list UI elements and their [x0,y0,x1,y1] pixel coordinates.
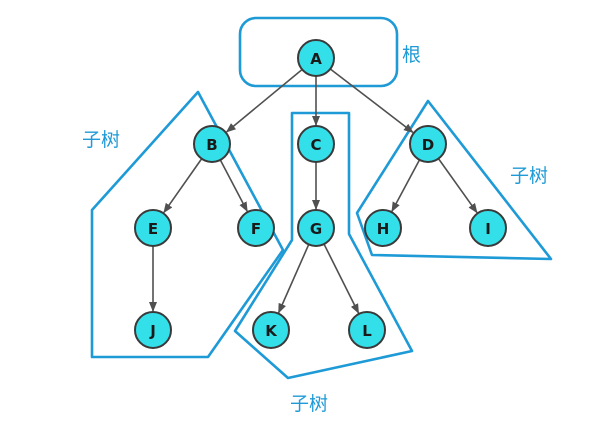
node-label: J [149,322,156,340]
node-circle [364,209,402,247]
node-circle [193,125,231,163]
edge-g-k [277,244,310,314]
edge-d-i [437,158,478,214]
root-label: 根 [402,44,421,66]
node-i: I [469,209,507,247]
node-h: H [364,209,402,247]
node-circle [297,39,335,77]
node-label: K [265,322,278,340]
node-d: D [409,125,447,163]
node-a: A [297,39,335,77]
left-subtree-label: 子树 [82,129,120,151]
node-label: A [310,50,322,68]
node-label: H [377,220,390,238]
edge-g-l [323,243,360,314]
middle-subtree-outline [233,111,414,380]
node-circle [409,125,447,163]
edge-d-h [391,159,421,213]
node-b: B [193,125,231,163]
node-g: G [297,209,335,247]
left-subtree-outline [90,90,285,359]
edge-b-e [163,158,203,214]
node-circle [297,125,335,163]
node-j: J [134,311,172,349]
right-subtree-outline [355,99,553,261]
right-subtree-label: 子树 [510,165,548,187]
node-label: F [251,220,261,238]
node-e: E [134,209,172,247]
node-label: C [310,136,321,154]
node-l: L [348,311,386,349]
node-f: F [237,209,275,247]
node-k: K [252,311,290,349]
node-label: E [148,220,158,238]
node-label: I [485,220,491,238]
edge-a-d [329,68,414,134]
bottom-subtree-label: 子树 [290,393,328,415]
node-label: D [422,136,434,154]
edge-a-b [225,68,303,133]
node-label: G [310,220,322,238]
node-label: L [362,322,372,340]
node-circle [237,209,275,247]
node-circle [134,209,172,247]
edge-b-f [219,159,248,213]
node-circle [469,209,507,247]
node-circle [348,311,386,349]
node-c: C [297,125,335,163]
node-circle [134,311,172,349]
node-label: B [206,136,217,154]
root-region-outline [238,16,399,88]
node-circle [252,311,290,349]
node-circle [297,209,335,247]
